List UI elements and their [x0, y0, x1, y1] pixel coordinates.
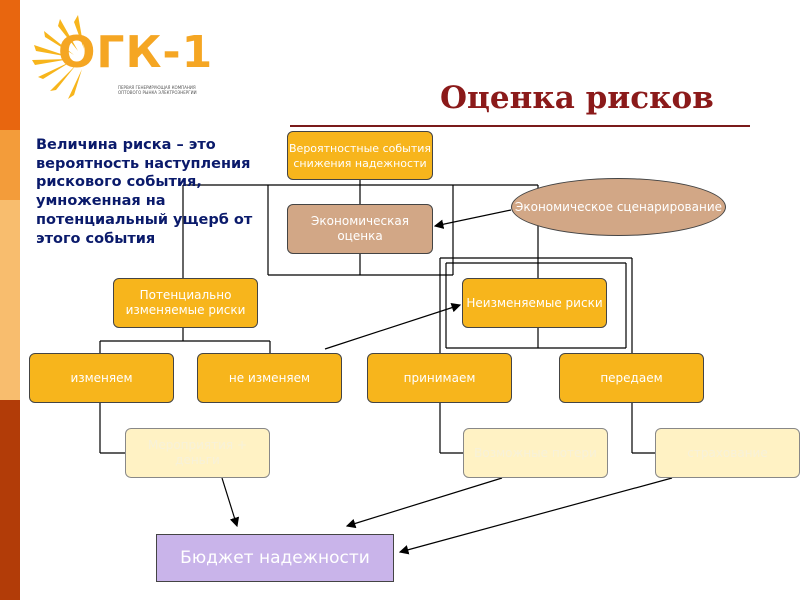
- sidebar-band-4: [0, 400, 20, 600]
- node-potentially-changeable-risks: Потенциально изменяемые риски: [113, 278, 258, 328]
- node-accept: принимаем: [367, 353, 512, 403]
- node-change: изменяем: [29, 353, 174, 403]
- node-measures-money: Мероприятия + деньги: [125, 428, 270, 478]
- logo-wordmark: ОГК-1: [58, 27, 214, 78]
- node-reliability-budget: Бюджет надежности: [156, 534, 394, 582]
- sidebar-band-3: [0, 200, 20, 400]
- node-economic-scenarios: Экономическое сценарирование: [511, 178, 726, 236]
- node-transfer: передаем: [559, 353, 704, 403]
- logo-subtitle: ПЕРВАЯ ГЕНЕРИРУЮЩАЯ КОМПАНИЯ ОПТОВОГО РЫ…: [118, 85, 197, 95]
- node-unchangeable-risks: Неизменяемые риски: [462, 278, 607, 328]
- node-possible-losses: Возможные потери: [463, 428, 608, 478]
- company-logo: ОГК-1 ПЕРВАЯ ГЕНЕРИРУЮЩАЯ КОМПАНИЯ ОПТОВ…: [30, 15, 212, 110]
- page-title: Оценка рисков: [440, 80, 714, 116]
- title-divider: [290, 125, 750, 127]
- sidebar-stripe: [0, 0, 20, 600]
- sidebar-band-1: [0, 0, 20, 130]
- node-no-change: не изменяем: [197, 353, 342, 403]
- risk-definition-text: Величина риска – это вероятность наступл…: [36, 137, 253, 247]
- sidebar-band-2: [0, 130, 20, 200]
- node-insurance: страхование: [655, 428, 800, 478]
- sun-logo-icon: [32, 15, 84, 99]
- node-economic-evaluation: Экономическая оценка: [287, 204, 433, 254]
- node-probabilistic-events: Вероятностные события снижения надежност…: [287, 131, 433, 180]
